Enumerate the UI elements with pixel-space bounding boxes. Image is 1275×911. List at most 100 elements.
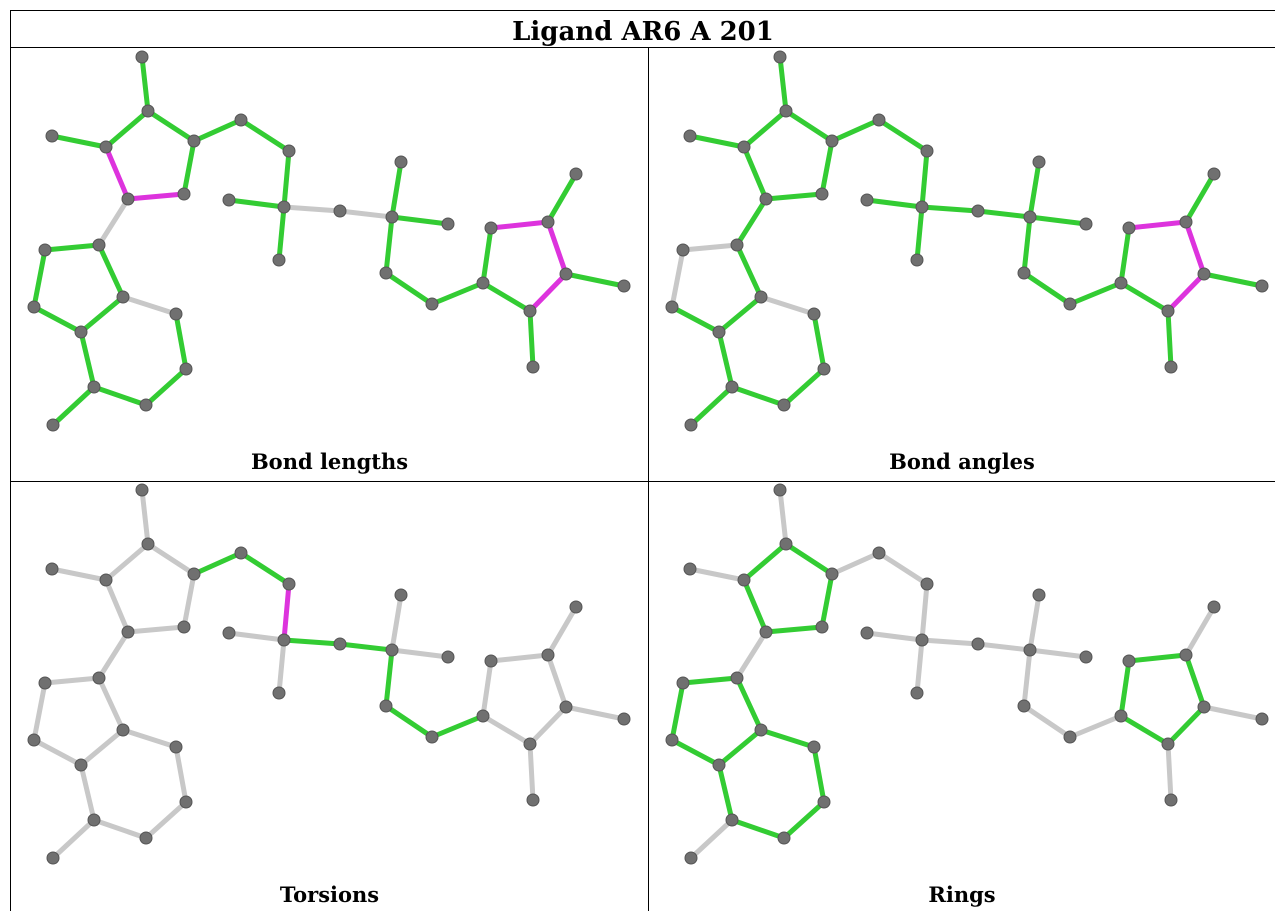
bond-ac-ad [480,658,494,719]
atom-m [169,740,183,754]
bond-p-o [91,384,149,408]
bond-h-k [96,242,126,300]
atom-m [169,307,183,321]
atom-ab [1063,297,1077,311]
atom-af [1207,600,1221,614]
atom-r [234,113,248,127]
atom-a [773,50,787,64]
bond-j-l [669,737,722,768]
molecule-bond-lengths [27,50,631,432]
bond-aa-ab [1021,703,1073,740]
panel-bond-angles: Bond angles [649,49,1275,481]
bond-n-p [143,366,189,408]
atom-y [394,155,408,169]
atom-t [860,193,874,207]
bond-u-v [919,204,981,214]
atom-ad [1122,654,1136,668]
bond-ab-ac [429,280,486,307]
molecule-torsions [27,483,631,865]
bond-x-z [1027,214,1089,227]
atom-z [1079,650,1093,664]
bond-x-aa [1021,647,1033,709]
atom-aj [526,360,540,374]
bond-ab-ac [1067,713,1124,740]
bond-g-e [181,571,197,630]
bond-f-h [734,196,769,248]
bond-b-e [783,108,835,144]
bond-d-f [103,144,131,202]
bond-h-i [680,675,740,686]
atom-v [971,637,985,651]
bond-k-m [120,727,179,750]
atom-f [759,192,773,206]
atom-d [737,573,751,587]
bond-f-g [125,624,187,635]
bond-u-v [281,204,343,214]
atom-x [1023,643,1037,657]
bond-x-aa [383,647,395,709]
atom-h [92,238,106,252]
atom-u [915,200,929,214]
atom-ab [425,297,439,311]
bond-h-i [42,675,102,686]
atom-m [807,307,821,321]
bond-r-s [238,117,292,154]
bond-o-q [688,384,735,428]
atom-ag [559,700,573,714]
atom-d [737,140,751,154]
panel-rings: Rings [649,482,1275,911]
bond-ag-ah [1201,271,1265,289]
atom-ac [1114,709,1128,723]
bond-i-j [31,247,48,310]
bond-o-q [50,817,97,861]
bond-ai-aj [527,308,536,370]
atom-c [683,562,697,576]
atom-ac [1114,276,1128,290]
bond-g-e [819,571,835,630]
bond-ac-ai [1118,713,1171,747]
bond-ae-ag [1183,219,1207,277]
bond-v-x [975,208,1033,220]
atom-n [817,795,831,809]
bond-f-g [125,191,187,202]
bond-ad-ae [1126,652,1189,664]
atom-af [569,167,583,181]
atom-aa [1017,699,1031,713]
bond-n-p [781,366,827,408]
atom-u [915,633,929,647]
atom-e [187,134,201,148]
atom-ah [1255,279,1269,293]
atom-ai [1161,737,1175,751]
atom-x [1023,210,1037,224]
bond-b-e [145,108,197,144]
atom-o [725,380,739,394]
atom-j [665,733,679,747]
horizontal-divider [10,481,1275,482]
bond-ai-aj [527,741,536,803]
atom-aa [1017,266,1031,280]
atom-k [754,290,768,304]
atom-l [74,758,88,772]
bond-t-u [226,630,287,643]
bond-h-i [680,242,740,253]
bond-u-v [281,637,343,647]
bond-ac-ai [480,713,533,747]
molecule-bond-angles [665,50,1269,432]
atom-j [27,300,41,314]
atom-n [817,362,831,376]
bond-x-y [389,159,404,220]
bond-k-m [120,294,179,317]
atom-v [333,204,347,218]
atom-ab [1063,730,1077,744]
bond-o-l [78,762,97,823]
bond-a-b [777,487,789,547]
vertical-divider [648,48,649,911]
bond-ae-af [545,171,579,225]
bond-ag-ai [527,271,569,314]
atom-k [116,723,130,737]
bond-ac-ai [480,280,533,314]
panel-torsions: Torsions [11,482,648,911]
atom-h [730,671,744,685]
bond-x-aa [1021,214,1033,276]
atom-t [860,626,874,640]
